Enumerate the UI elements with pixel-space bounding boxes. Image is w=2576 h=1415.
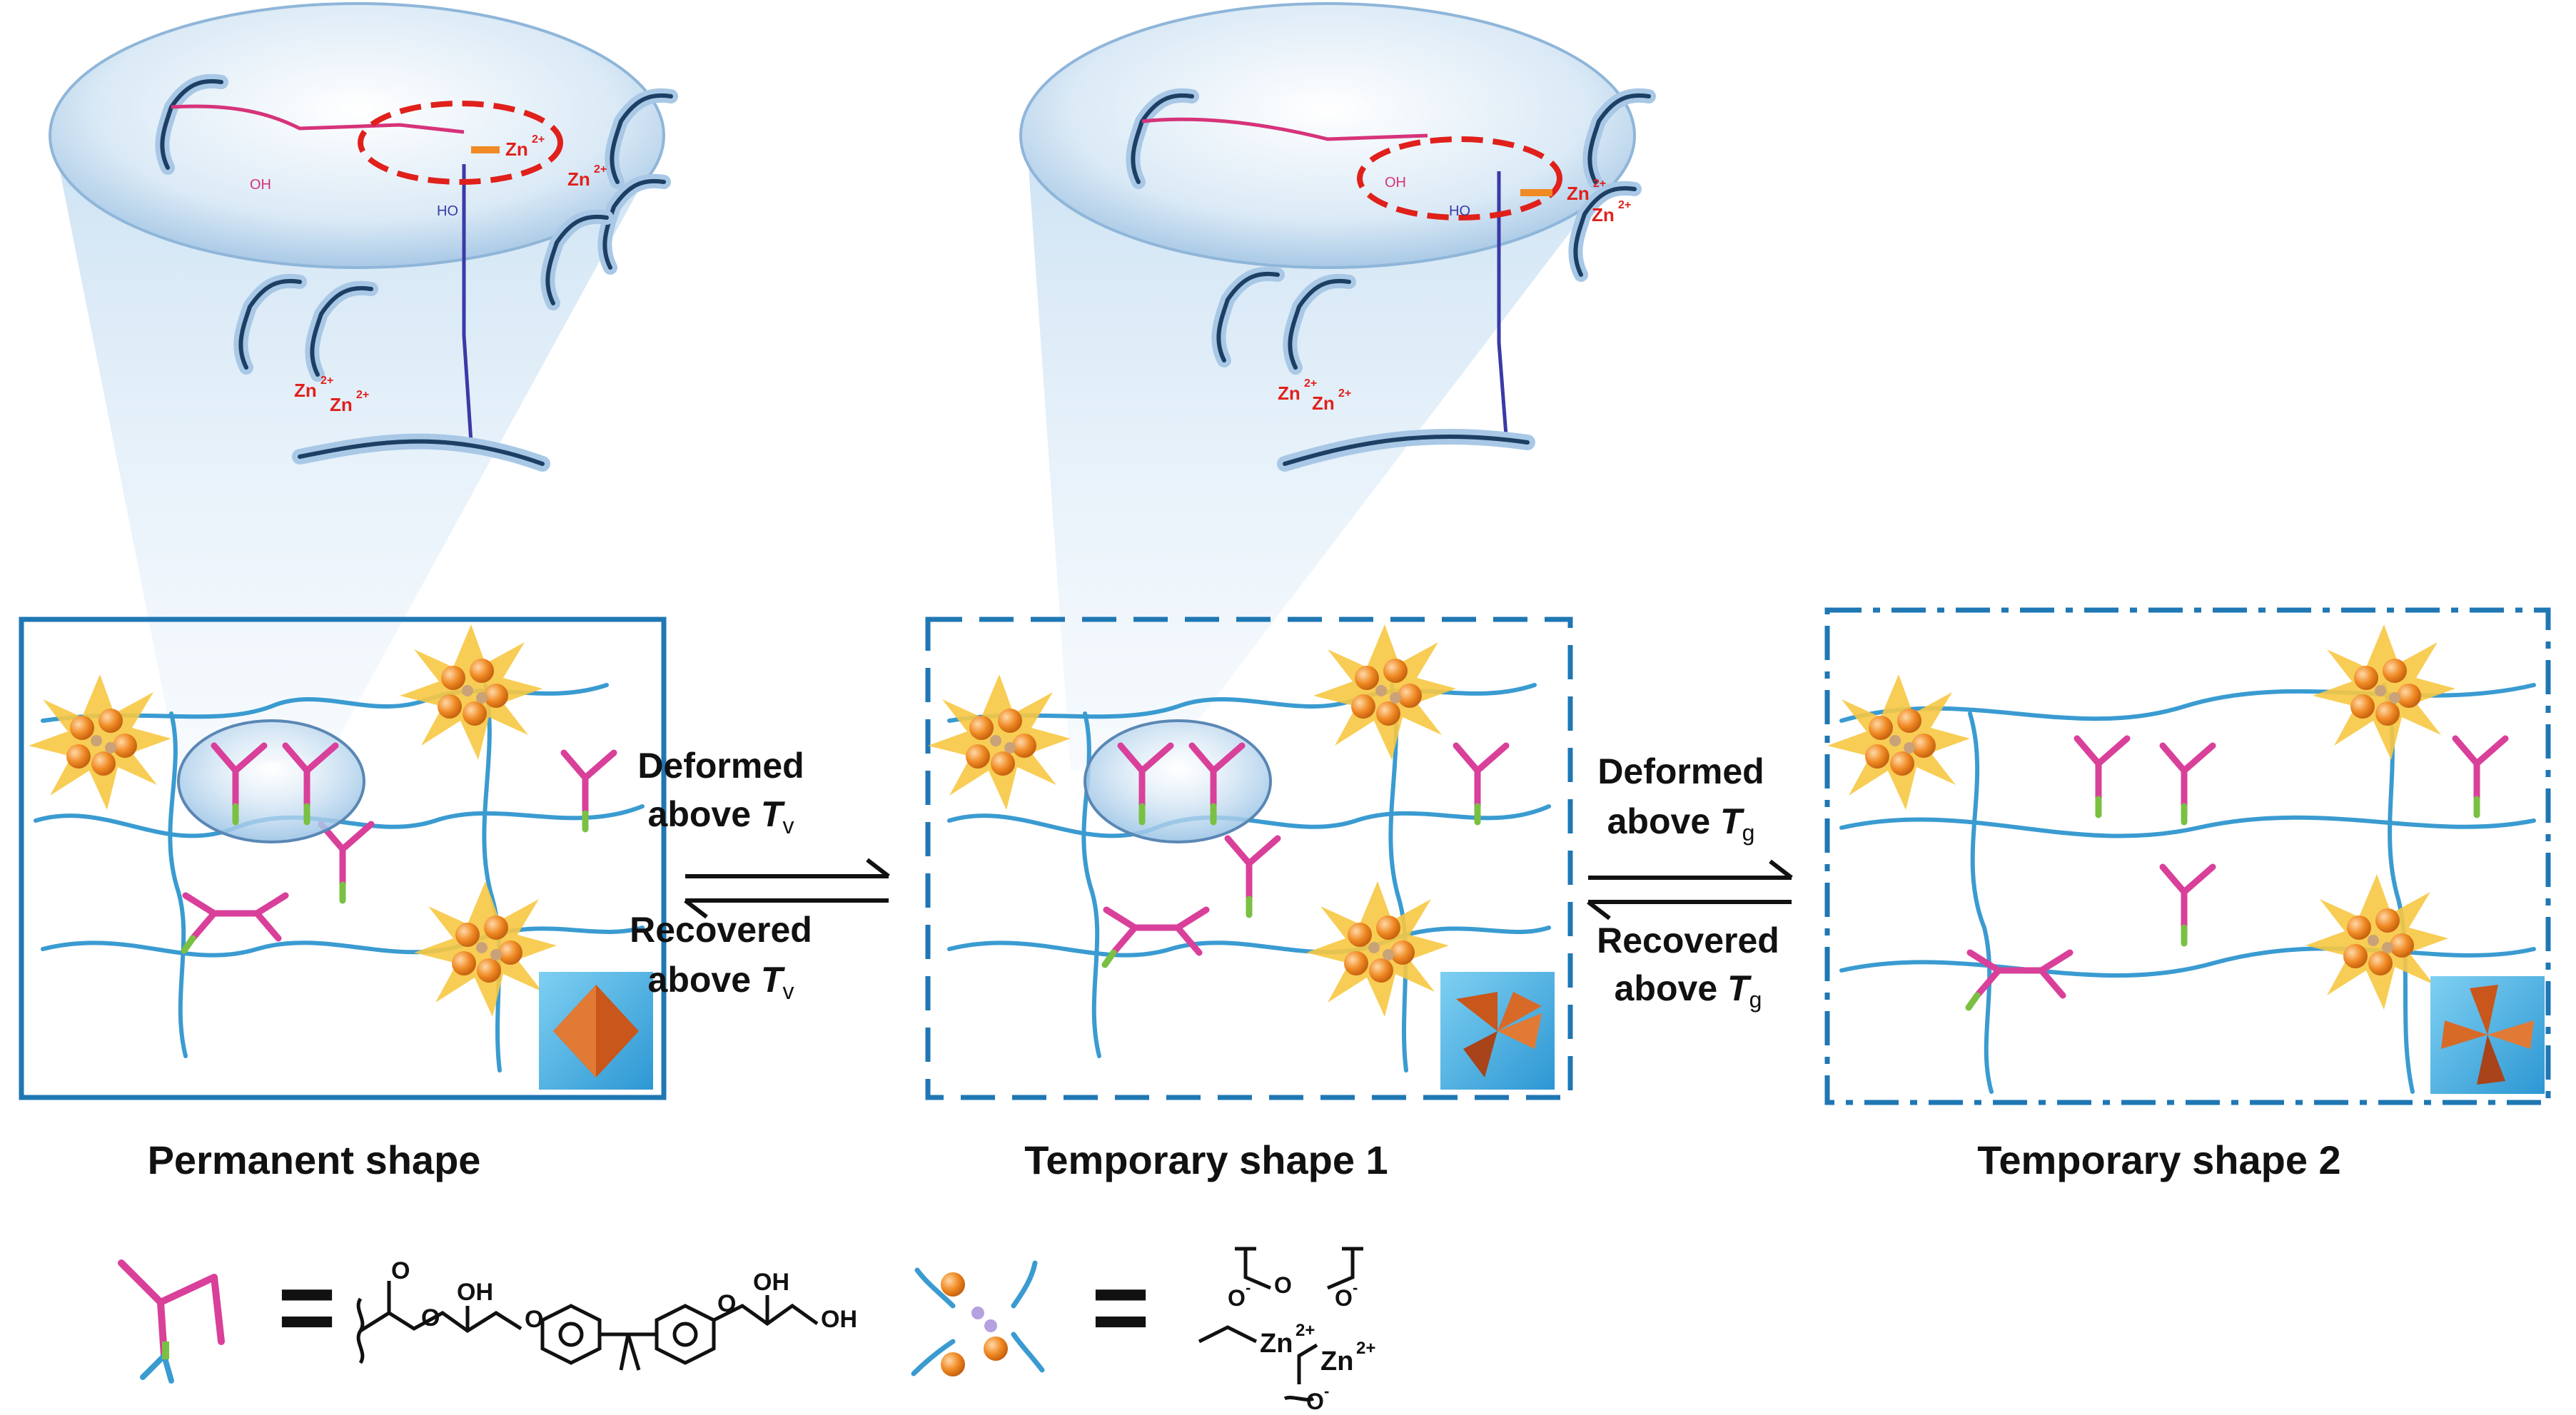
arrow2-backward-sub: g [1749,987,1762,1013]
zn-label-mid-4: Zn [1312,392,1335,414]
bpa-o-4: O [717,1290,736,1317]
zn-label-mid-1: Zn [1567,183,1590,204]
arrow2-forward-sub: g [1742,820,1755,846]
bpa-o-1: O [391,1257,410,1284]
bpa-oh-2: OH [753,1269,789,1296]
arrow1-backward-condition: above Tv [648,960,794,1004]
arrow2-backward-symbol: T [1727,968,1752,1008]
legend-cluster: = O - O O - Zn 2+ Zn 2+ O - [911,1247,1375,1414]
arrow2-backward-line: Recovered [1597,920,1779,960]
panel-permanent-shape [19,617,667,1100]
legend-equals-1: = [278,1251,336,1363]
zoom-detail-middle: Zn 2+ Zn 2+ Zn 2+ Zn 2+ OH HO [1133,96,1649,472]
legend-zn-b: Zn [1320,1346,1353,1376]
bpa-o-2: O [421,1304,440,1332]
arrow1-forward-sub: v [782,813,794,838]
pinwheel-folded-icon [1440,972,1555,1090]
transition-arrows-1: Deformed above Tv Recovered above Tv [630,746,890,1004]
arrow1-forward-symbol: T [761,794,786,834]
legend-o-1: O [1274,1272,1292,1298]
caption-temporary-shape-1: Temporary shape 1 [1024,1137,1388,1182]
ho-label-mid: HO [1449,203,1470,219]
zn-charge-left-1: 2+ [532,133,545,146]
oh-label-mid: OH [1385,175,1406,191]
transition-arrows-2: Deformed above Tg Recovered above Tg [1587,751,1793,1013]
legend-crosslink: = O O OH O O OH OH [118,1251,857,1384]
arrow2-forward-symbol: T [1720,801,1745,841]
bpa-structure [356,1281,819,1371]
bpa-oh-3: OH [821,1306,857,1333]
pinwheel-open-icon [2430,976,2545,1094]
caption-temporary-shape-2: Temporary shape 2 [1977,1137,2340,1182]
arrow2-forward-condition: above Tg [1607,801,1755,846]
arrow2-forward-line: Deformed [1597,751,1764,791]
zoom-detail-left: Zn 2+ Zn 2+ Zn 2+ Zn 2+ OH HO [162,81,671,472]
zn-label-left-1: Zn [505,138,528,160]
panel-temporary-shape-2 [1824,607,2551,1105]
legend-minus-2: - [1353,1279,1358,1297]
zn-charge-left-4: 2+ [356,389,369,401]
arrow1-backward-sub: v [782,978,794,1004]
legend-o-minus-1: O [1228,1285,1246,1311]
zn-charge-mid-2: 2+ [1618,199,1631,211]
legend-o-minus-3: O [1306,1389,1324,1414]
arrow2-backward-condition: above Tg [1615,968,1762,1013]
bpa-o-3: O [525,1306,543,1333]
zn-label-mid-2: Zn [1592,204,1615,225]
bpa-oh-1: OH [457,1279,493,1306]
zoom-cone-left [49,2,665,771]
arrow1-forward-line: Deformed [637,746,804,786]
permanent-diamond-icon [539,972,653,1090]
oh-label-left: OH [250,177,271,193]
zn-charge-mid-3: 2+ [1304,377,1317,390]
zoom-cone-middle [1019,2,1636,771]
zn-label-left-2: Zn [567,168,590,190]
arrow2-backward-prefix: above [1615,968,1727,1008]
legend-o-minus-2: O [1335,1285,1353,1311]
arrow1-backward-symbol: T [761,960,786,1000]
zn-charge-left-3: 2+ [320,375,333,387]
legend-equals-2: = [1091,1251,1150,1363]
carboxylate-structure [1198,1247,1363,1401]
arrow1-forward-prefix: above [648,794,761,834]
ho-label-left: HO [437,203,458,219]
zn-charge-mid-4: 2+ [1338,387,1351,400]
legend-minus-1: - [1246,1279,1251,1297]
legend-zn-b-charge: 2+ [1356,1339,1375,1358]
caption-permanent-shape: Permanent shape [148,1137,481,1182]
zn-label-mid-3: Zn [1278,382,1300,404]
panel-temporary-shape-1 [925,617,1573,1100]
legend-zn-a: Zn [1260,1329,1293,1359]
zn-charge-left-2: 2+ [594,163,607,176]
legend-minus-3: - [1324,1382,1329,1400]
legend-zn-a-charge: 2+ [1295,1321,1315,1340]
zn-charge-mid-1: 2+ [1593,178,1606,190]
arrow1-backward-prefix: above [648,960,761,1000]
arrow2-forward-prefix: above [1607,801,1720,841]
arrow1-backward-line: Recovered [630,910,812,950]
zn-label-left-3: Zn [294,380,317,401]
arrow1-forward-condition: above Tv [648,794,794,838]
zn-label-left-4: Zn [330,394,353,415]
